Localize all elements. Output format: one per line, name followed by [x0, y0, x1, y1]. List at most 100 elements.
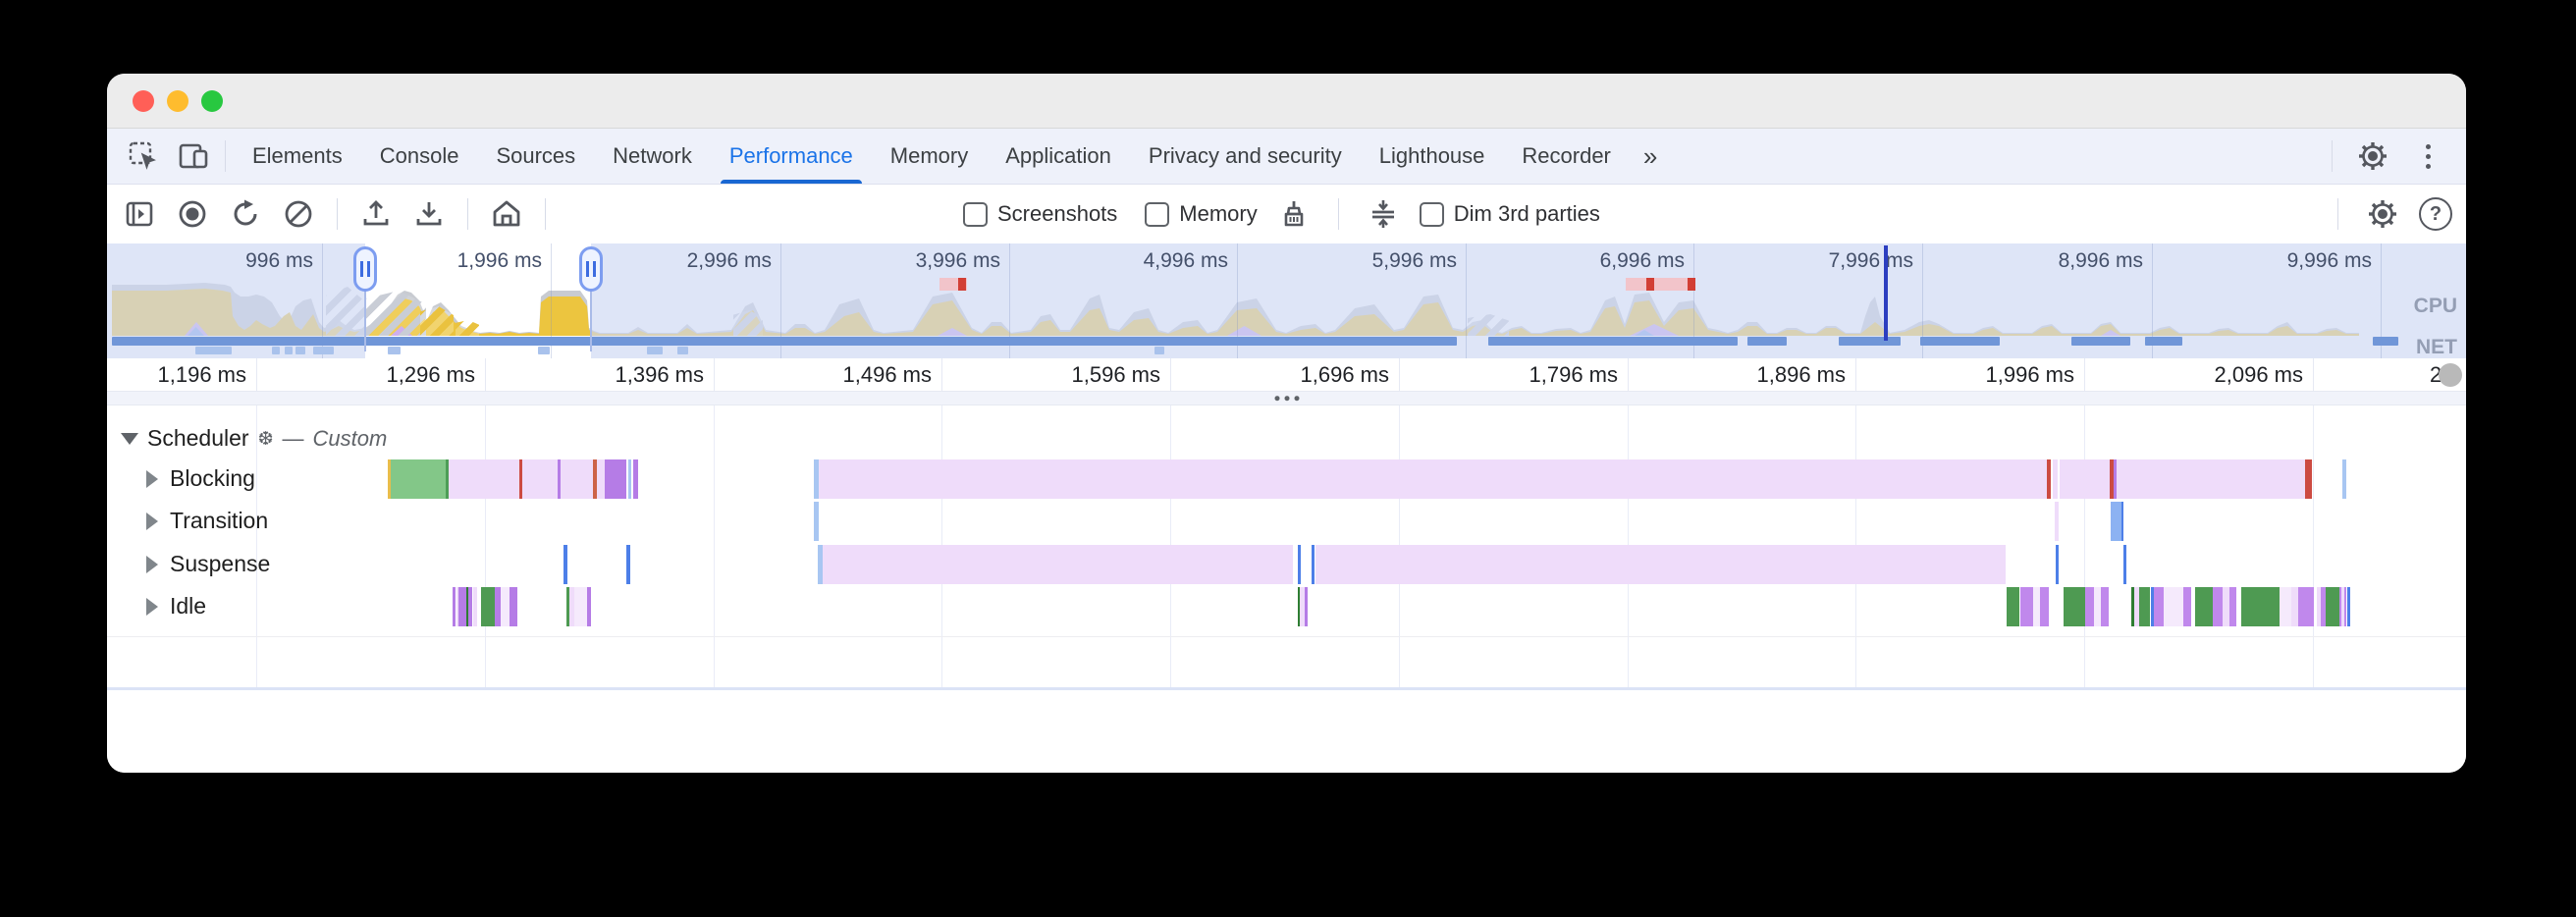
collapse-flame-icon[interactable]	[1361, 191, 1406, 237]
flame-bar[interactable]	[519, 459, 522, 499]
flame-bar[interactable]	[2094, 587, 2101, 626]
checkbox-box[interactable]	[1145, 201, 1170, 227]
inspect-element-icon[interactable]	[121, 134, 166, 179]
flame-bar[interactable]	[2195, 587, 2213, 626]
flame-bar[interactable]	[2280, 587, 2291, 626]
flame-bar[interactable]	[2060, 459, 2110, 499]
flame-bar[interactable]	[561, 459, 593, 499]
flame-bar[interactable]	[823, 545, 1293, 584]
flame-bar[interactable]	[2047, 459, 2051, 499]
track-row-transition[interactable]: Transition	[146, 508, 268, 534]
flame-bar[interactable]	[2291, 587, 2298, 626]
flame-bar[interactable]	[605, 459, 626, 499]
flame-bar[interactable]	[2117, 459, 2305, 499]
collapse-triangle-icon[interactable]	[121, 432, 138, 445]
track-row-suspense[interactable]: Suspense	[146, 551, 270, 577]
flame-bar[interactable]	[2056, 545, 2059, 584]
flame-bar[interactable]	[2342, 459, 2346, 499]
right-selection-handle[interactable]	[579, 246, 603, 292]
collect-garbage-icon[interactable]	[1271, 191, 1316, 237]
device-toolbar-icon[interactable]	[172, 134, 217, 179]
flame-bar[interactable]	[501, 587, 510, 626]
flame-bar[interactable]	[2053, 459, 2058, 499]
flame-bar[interactable]	[2241, 587, 2280, 626]
flame-bar[interactable]	[1305, 587, 1308, 626]
flame-bar[interactable]	[633, 459, 638, 499]
flame-bar[interactable]	[2326, 587, 2339, 626]
screenshots-checkbox[interactable]: Screenshots	[963, 201, 1117, 227]
kebab-menu-icon[interactable]	[2405, 134, 2450, 179]
flame-bar[interactable]	[2154, 587, 2164, 626]
flame-bar[interactable]	[587, 587, 591, 626]
flame-bar[interactable]	[522, 459, 558, 499]
flame-bar[interactable]	[1300, 587, 1305, 626]
capture-settings-gear-icon[interactable]	[2360, 191, 2405, 237]
tab-console[interactable]: Console	[361, 129, 478, 184]
tab-sources[interactable]: Sources	[477, 129, 594, 184]
flame-bar[interactable]	[626, 545, 630, 584]
flame-bar[interactable]	[2305, 459, 2309, 499]
flame-bar[interactable]	[2085, 587, 2094, 626]
more-tabs-icon[interactable]: »	[1642, 140, 1658, 171]
tab-lighthouse[interactable]: Lighthouse	[1361, 129, 1504, 184]
flame-bar[interactable]	[391, 459, 446, 499]
help-icon[interactable]: ?	[2419, 197, 2452, 231]
zoom-window-button[interactable]	[201, 90, 223, 112]
checkbox-box[interactable]	[1419, 201, 1444, 227]
tab-elements[interactable]: Elements	[234, 129, 361, 184]
tab-privacy-and-security[interactable]: Privacy and security	[1130, 129, 1361, 184]
flame-bar[interactable]	[456, 587, 458, 626]
flame-bar[interactable]	[558, 459, 561, 499]
tab-memory[interactable]: Memory	[872, 129, 987, 184]
flame-bar[interactable]	[2101, 587, 2109, 626]
track-lane-transition[interactable]	[107, 502, 2466, 541]
flame-bar[interactable]	[510, 587, 517, 626]
upload-profile-icon[interactable]	[353, 191, 399, 237]
flame-bar[interactable]	[2131, 587, 2134, 626]
flame-bar[interactable]	[2055, 502, 2059, 541]
flame-bar[interactable]	[2064, 587, 2085, 626]
checkbox-box[interactable]	[963, 201, 988, 227]
flame-bar[interactable]	[458, 587, 466, 626]
flame-bar[interactable]	[2114, 459, 2117, 499]
close-window-button[interactable]	[133, 90, 154, 112]
flame-bar[interactable]	[2229, 587, 2236, 626]
flame-bar[interactable]	[2183, 587, 2191, 626]
flame-bar[interactable]	[2223, 587, 2229, 626]
flame-bar[interactable]	[453, 587, 456, 626]
flame-bar[interactable]	[481, 587, 495, 626]
flame-bar[interactable]	[2213, 587, 2223, 626]
record-and-reload-icon[interactable]	[223, 191, 268, 237]
flame-bar[interactable]	[1298, 545, 1301, 584]
flame-bar[interactable]	[2134, 587, 2139, 626]
expand-triangle-icon[interactable]	[146, 597, 158, 616]
flame-bar[interactable]	[466, 587, 468, 626]
flame-bar[interactable]	[446, 459, 449, 499]
flame-bar[interactable]	[2321, 587, 2326, 626]
flame-bar[interactable]	[2020, 587, 2033, 626]
flame-bar[interactable]	[566, 587, 569, 626]
flame-bar[interactable]	[1312, 545, 1315, 584]
tab-application[interactable]: Application	[987, 129, 1130, 184]
flame-bar[interactable]	[2110, 459, 2114, 499]
flame-bar[interactable]	[2121, 502, 2123, 541]
clear-icon[interactable]	[276, 191, 321, 237]
expand-triangle-icon[interactable]	[146, 512, 158, 530]
left-selection-handle[interactable]	[353, 246, 377, 292]
flame-bar[interactable]	[2341, 587, 2344, 626]
flame-bar[interactable]	[2339, 587, 2341, 626]
expand-triangle-icon[interactable]	[146, 555, 158, 573]
flame-bar[interactable]	[814, 502, 819, 541]
flame-bar[interactable]	[628, 459, 631, 499]
flame-bar[interactable]	[1298, 587, 1300, 626]
download-profile-icon[interactable]	[406, 191, 452, 237]
track-lane-idle[interactable]	[107, 587, 2466, 626]
panel-resize-grip[interactable]	[107, 391, 2466, 405]
flame-bar[interactable]	[2007, 587, 2019, 626]
flame-bar[interactable]	[593, 459, 597, 499]
settings-gear-icon[interactable]	[2350, 134, 2395, 179]
flame-bar[interactable]	[2317, 587, 2321, 626]
tab-recorder[interactable]: Recorder	[1503, 129, 1629, 184]
